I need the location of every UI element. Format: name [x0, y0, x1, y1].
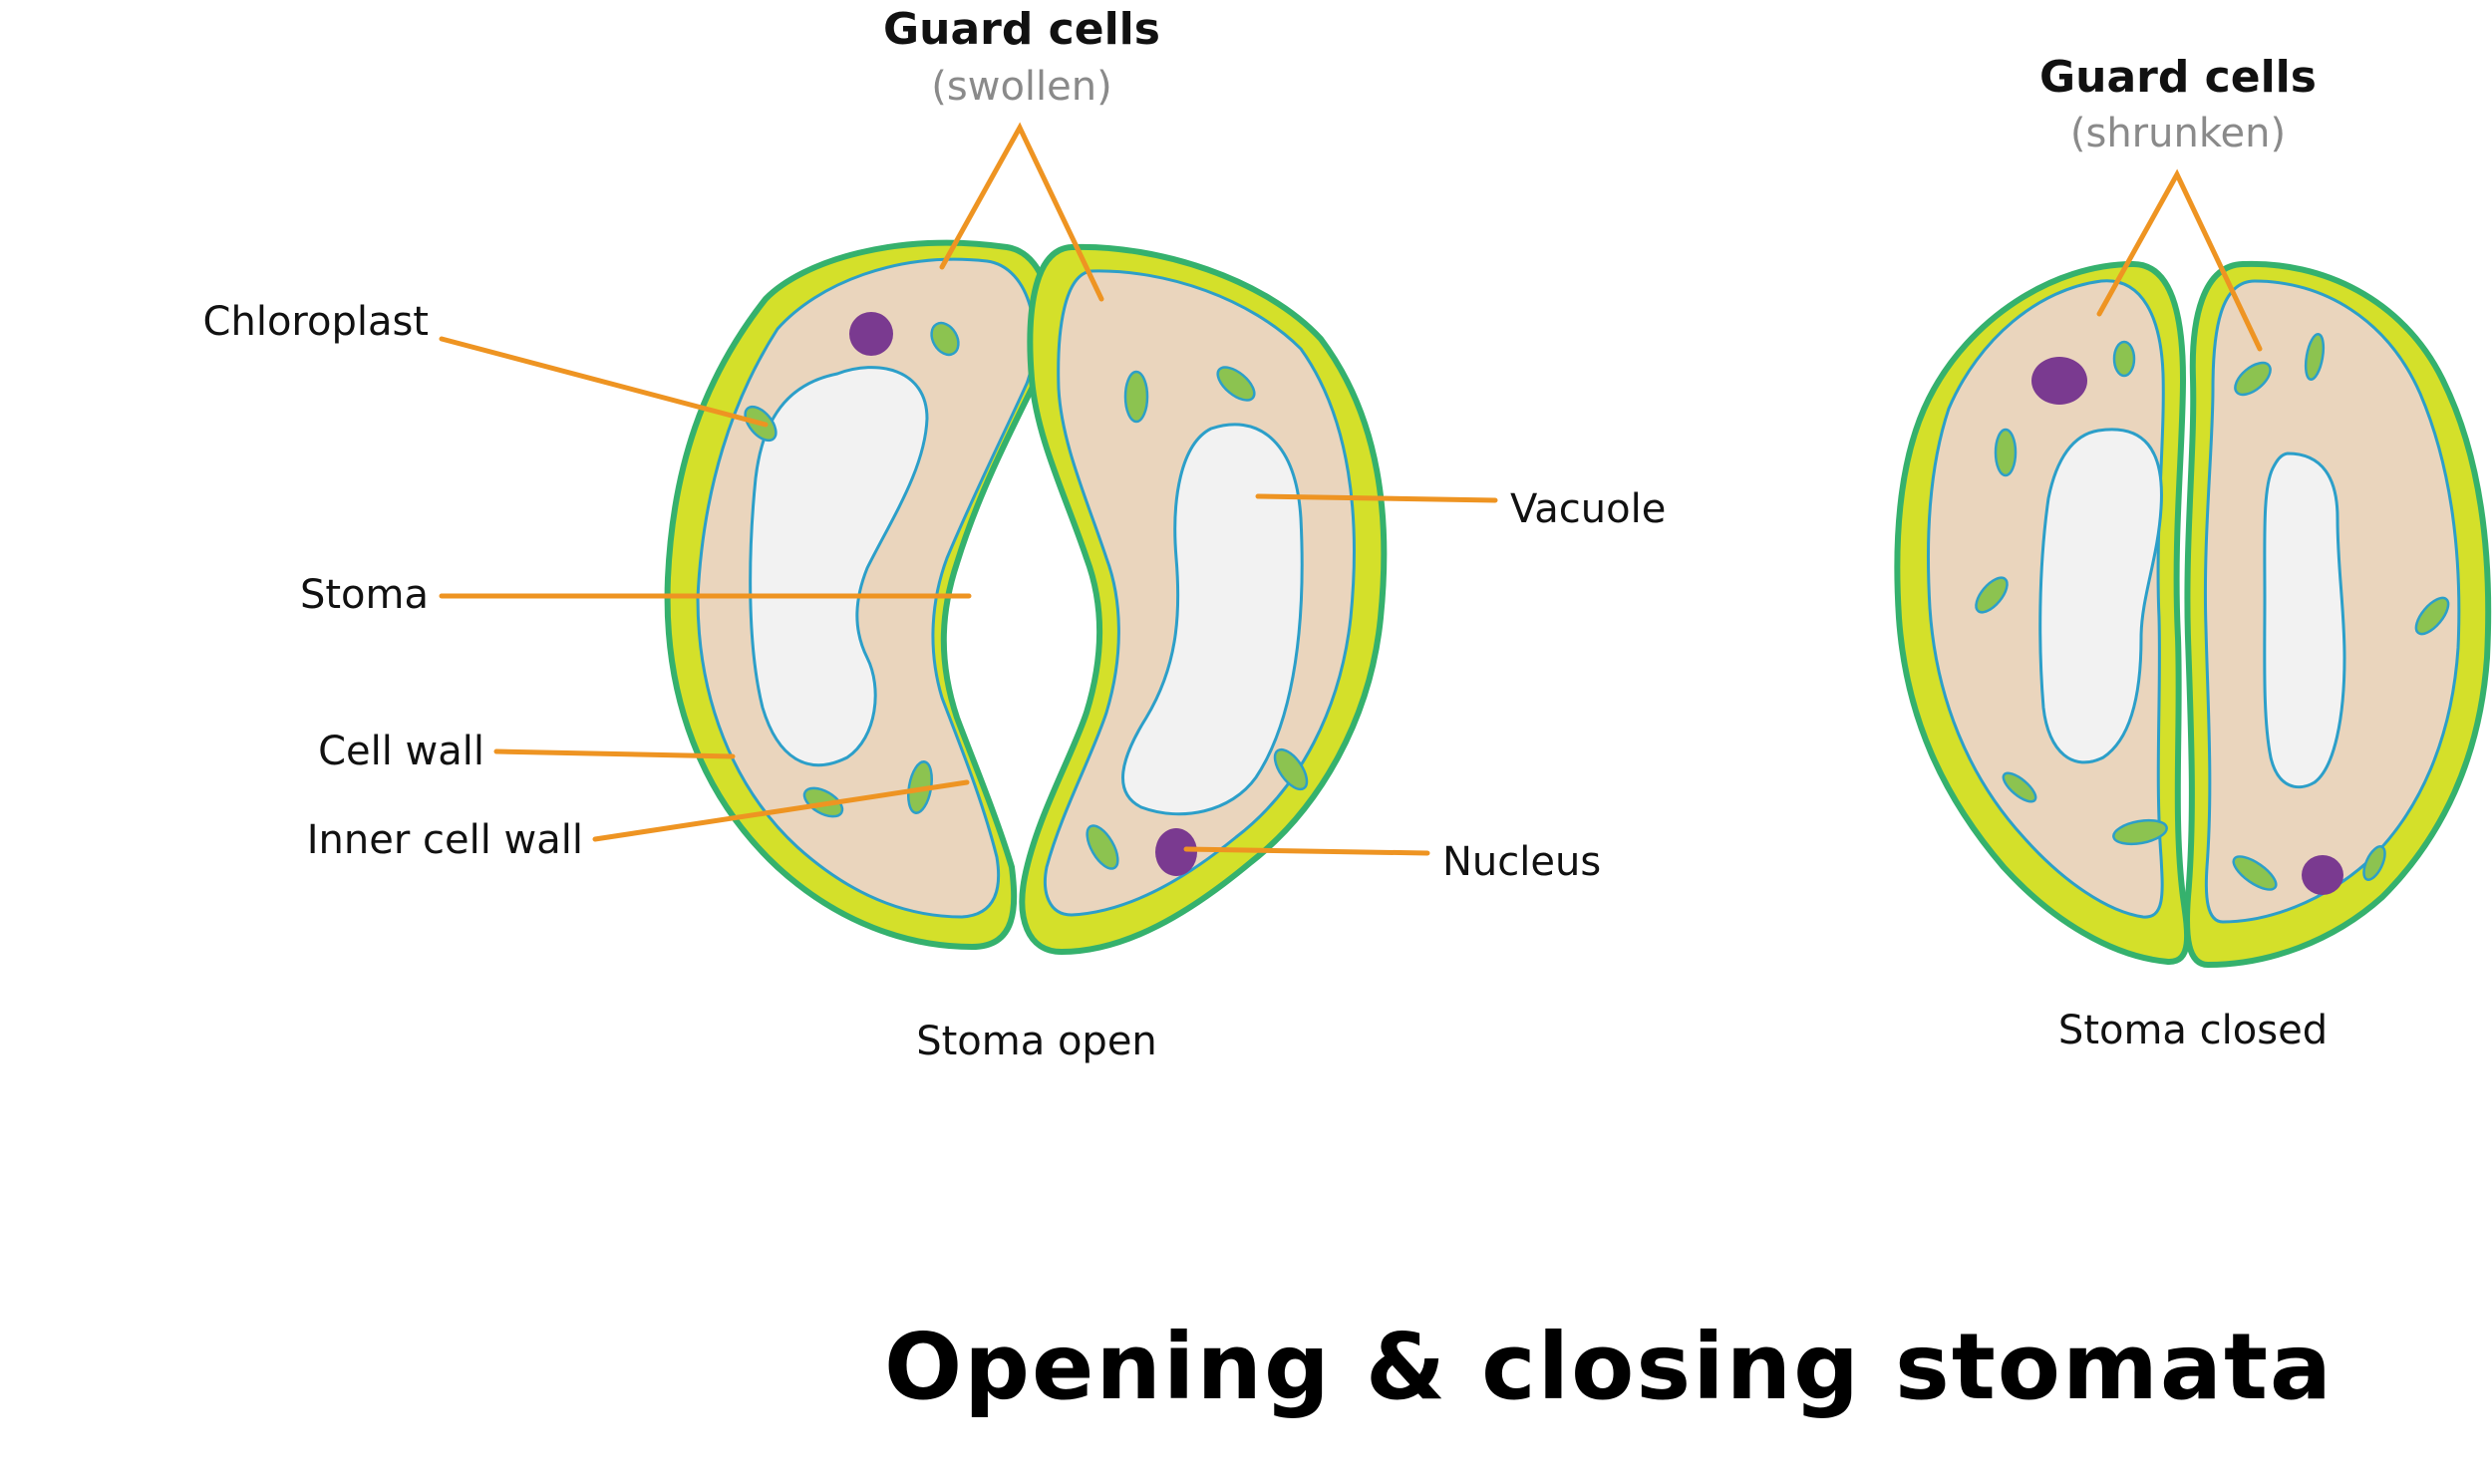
page-title: Opening & closing stomata — [884, 1314, 2334, 1420]
open-guard-cells-state: (swollen) — [931, 64, 1111, 110]
chloroplast — [1273, 747, 1309, 791]
closed-guard-cells-label: Guard cells — [2039, 52, 2317, 103]
cell-wall-leader — [493, 748, 736, 759]
nucleus-label: Nucleus — [1442, 839, 1601, 885]
chloroplast — [1994, 428, 2018, 477]
chloroplast — [2362, 845, 2386, 881]
nucleus — [2031, 357, 2087, 405]
chloroplast — [2112, 340, 2136, 378]
stoma-label: Stoma — [300, 572, 429, 618]
nucleus-leader — [1183, 846, 1430, 856]
chloroplast — [2234, 361, 2272, 397]
open-stoma-diagram: Guard cells (swollen) Chloroplast Stoma … — [203, 4, 1667, 1064]
inner-cell-wall-label: Inner cell wall — [307, 817, 583, 863]
chloroplast — [2112, 818, 2168, 846]
closed-stoma-diagram: Guard cells (shrunken) Stoma closed — [1894, 52, 2492, 1053]
chloroplast — [1975, 576, 2009, 614]
chloroplast — [1086, 824, 1119, 870]
chloroplast — [2232, 855, 2278, 891]
right-guard-cell-closed — [2184, 260, 2492, 969]
vacuole-label: Vacuole — [1510, 486, 1666, 532]
right-guard-cell-vacuole — [1121, 423, 1304, 816]
inner-cell-wall-leader — [592, 779, 970, 842]
left-guard-cell-vacuole — [2038, 428, 2163, 764]
nucleus — [2302, 855, 2343, 895]
stoma-closed-caption: Stoma closed — [2058, 1008, 2328, 1053]
closed-guard-cells-leader — [2096, 168, 2263, 352]
chloroplast — [1123, 370, 1149, 424]
chloroplast-leader — [439, 336, 769, 428]
right-guard-cell-open — [1019, 243, 1388, 956]
open-guard-cells-leader — [939, 122, 1104, 302]
right-guard-cell-vacuole — [2263, 451, 2346, 789]
chloroplast — [2304, 333, 2326, 381]
chloroplast — [2002, 771, 2037, 803]
chloroplast — [1216, 366, 1256, 402]
left-guard-cell-closed — [1894, 260, 2191, 966]
vacuole-leader — [1255, 493, 1498, 503]
cell-wall-label: Cell wall — [318, 729, 484, 774]
nucleus — [1155, 828, 1197, 876]
open-guard-cells-label: Guard cells — [883, 4, 1160, 55]
chloroplast — [2414, 596, 2450, 636]
stoma-open-caption: Stoma open — [916, 1019, 1157, 1064]
chloroplast — [930, 321, 960, 357]
nucleus — [849, 312, 893, 356]
closed-guard-cells-state: (shrunken) — [2070, 111, 2286, 156]
chloroplast-label: Chloroplast — [203, 299, 429, 345]
left-guard-cell-vacuole — [749, 366, 929, 767]
